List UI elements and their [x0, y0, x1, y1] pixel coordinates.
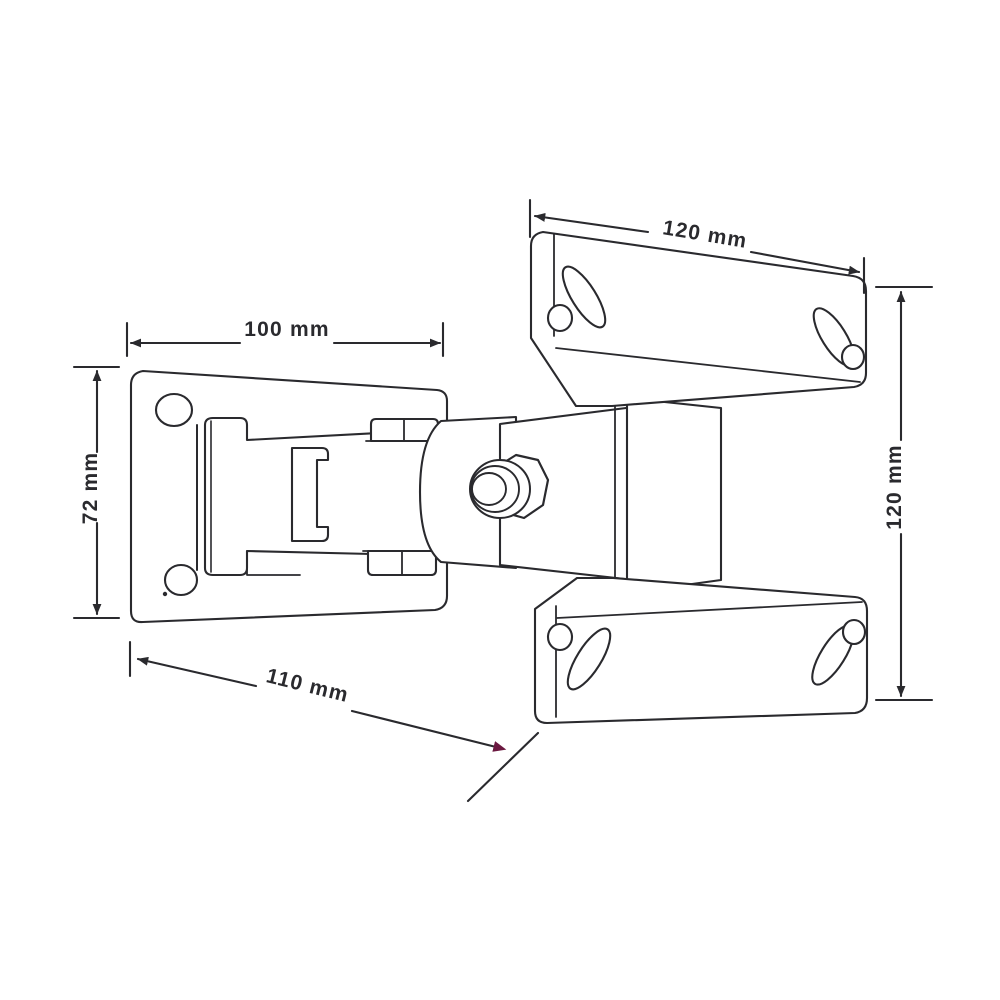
arm-bolt-heads-lower [362, 549, 442, 577]
dim-line-120w-a [533, 212, 650, 234]
dimension-label-120mm-height: 120 mm [883, 444, 906, 529]
dim-line-110-b [350, 709, 507, 752]
dimension-label-72mm: 72 mm [79, 452, 102, 525]
dimension-100mm [125, 321, 445, 358]
lower-vesa-bracket [533, 576, 869, 725]
vesa-lower-hole-right [841, 618, 867, 646]
dimension-label-110mm: 110 mm [264, 664, 351, 707]
pivot-knuckle [418, 415, 518, 570]
wall-plate-hole-upper [154, 392, 194, 428]
dimension-120mm-width [528, 198, 866, 295]
wall-plate-dot-mark [162, 591, 168, 597]
vesa-upper-hole-left [546, 303, 574, 333]
dim-line-120w-b [749, 250, 861, 275]
dimension-72mm [72, 365, 121, 620]
upper-vesa-bracket [529, 230, 868, 408]
dim-line-110-a [136, 656, 258, 688]
vesa-upper-slot-left [561, 265, 607, 329]
dimension-110mm [128, 640, 540, 803]
hex-bolt-pivot-joint [469, 453, 550, 520]
vesa-upper-hole-right [840, 343, 866, 371]
vertical-column [614, 396, 723, 595]
vesa-lower-slot-left [566, 627, 612, 691]
leader-line-110 [466, 731, 540, 803]
wall-plate-hole-lower [163, 563, 199, 597]
dimension-120mm-height [874, 285, 934, 702]
dimension-label-100mm: 100 mm [244, 318, 329, 341]
dimension-label-120mm-width: 120 mm [661, 216, 749, 253]
vesa-lower-hole-left [546, 622, 574, 652]
